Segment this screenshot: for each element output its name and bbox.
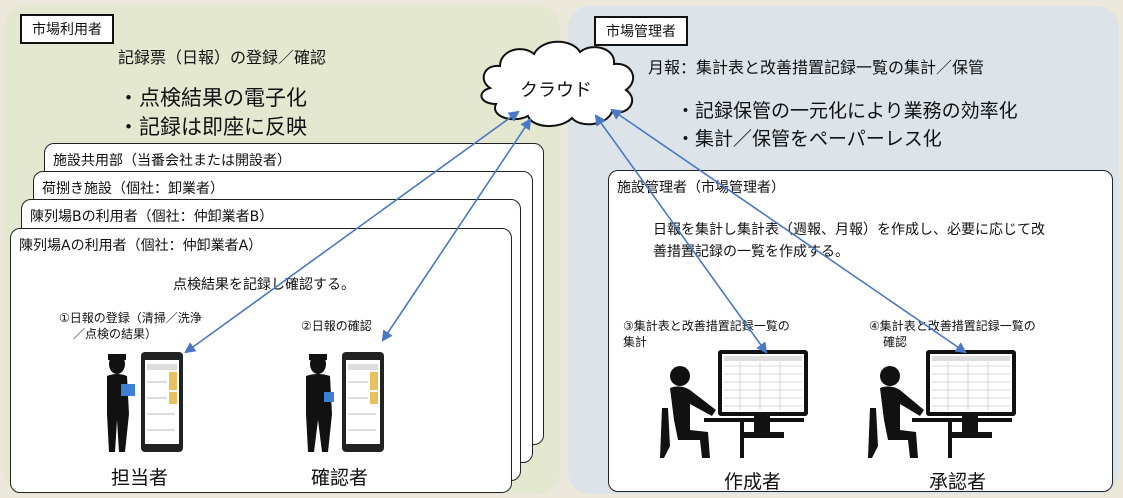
checker-with-tablet-icon xyxy=(302,352,392,466)
role-staff: 担当者 xyxy=(111,467,169,489)
cloud-label: クラウド xyxy=(520,80,592,100)
arrow-cloud-staff xyxy=(184,110,520,354)
market-users-label: 市場利用者 xyxy=(20,14,114,44)
staff-with-tablet-icon xyxy=(105,352,195,466)
left-bullet-digitization: ・点検結果の電子化 xyxy=(118,86,307,110)
step-1-label: ①日報の登録（清掃／洗浄 xyxy=(59,311,202,325)
role-checker: 確認者 xyxy=(311,467,369,489)
monthly-report-text: 月報：集計表と改善措置記録一覧の集計／保管 xyxy=(648,58,985,77)
step-1-label-cont: ／点検の結果） xyxy=(73,327,158,341)
approver-at-computer-icon xyxy=(868,350,1018,464)
arrow-cloud-approver xyxy=(610,108,967,354)
market-manager-label: 市場管理者 xyxy=(594,16,688,46)
creator-at-computer-icon xyxy=(660,350,810,464)
arrow-cloud-checker xyxy=(381,118,532,342)
role-creator: 作成者 xyxy=(724,471,782,493)
arrow-cloud-creator xyxy=(594,114,768,354)
card-title: 荷捌き施設（個社：卸業者） xyxy=(42,181,224,197)
role-approver: 承認者 xyxy=(929,471,987,493)
record-registration-text: 記録票（日報）の登録／確認 xyxy=(118,48,327,67)
